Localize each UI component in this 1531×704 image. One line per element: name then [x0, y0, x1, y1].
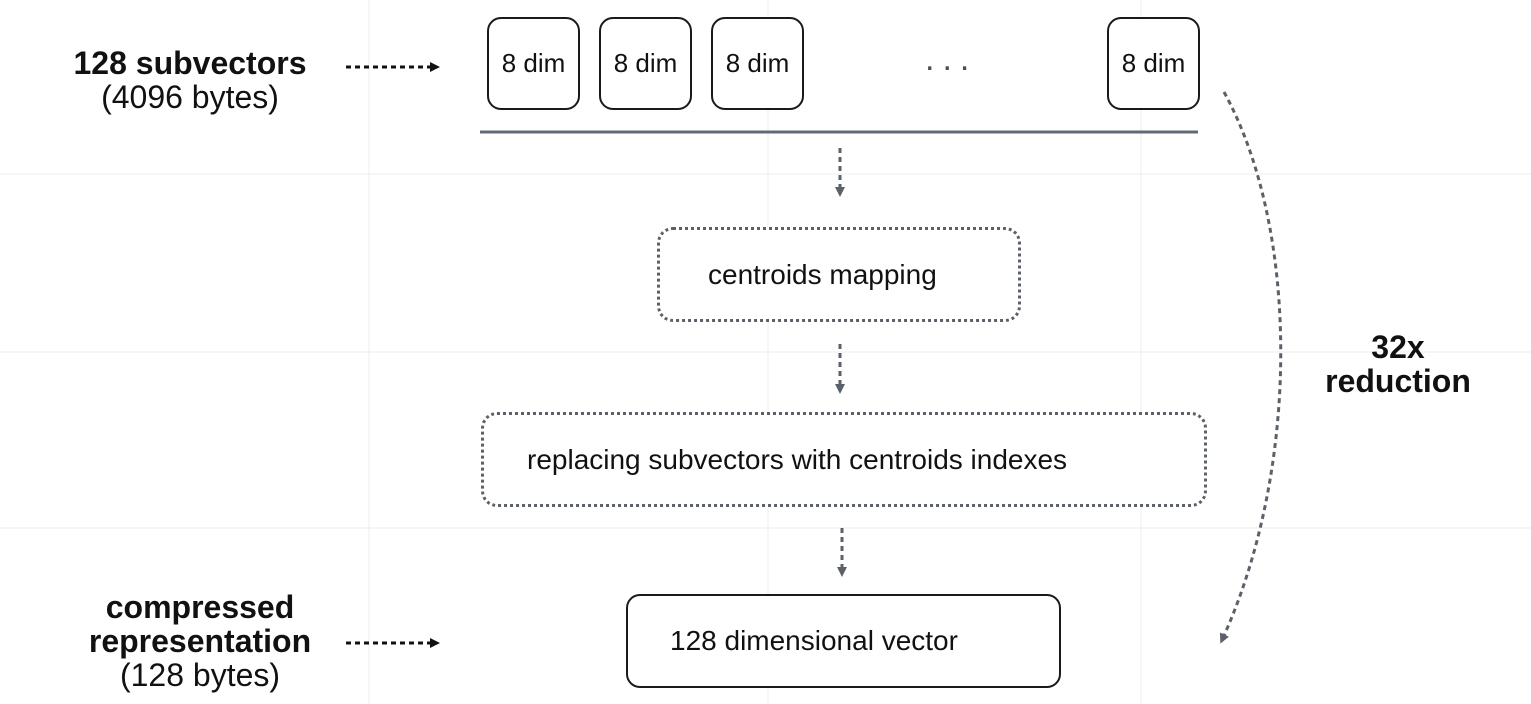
subvector-box: 8 dim — [487, 17, 580, 110]
subvector-box: 8 dim — [711, 17, 804, 110]
subvector-box: 8 dim — [599, 17, 692, 110]
ellipsis: ... — [925, 40, 978, 78]
centroids-mapping-label: centroids mapping — [708, 258, 937, 290]
subvector-box: 8 dim — [1107, 17, 1200, 110]
output-label: compressed representation (128 bytes) — [60, 590, 340, 692]
input-label: 128 subvectors (4096 bytes) — [60, 46, 320, 114]
output-size: (128 bytes) — [119, 657, 281, 693]
reduction-label: 32x reduction — [1318, 330, 1478, 398]
subvector-box-label: 8 dim — [1121, 48, 1186, 78]
reduction-factor: 32x — [1371, 329, 1425, 365]
reduction-arrow — [1219, 91, 1283, 644]
replacing-step: replacing subvectors with centroids inde… — [481, 412, 1207, 507]
input-title: 128 subvectors — [73, 45, 307, 81]
reduction-word: reduction — [1325, 363, 1471, 399]
result-vector-label: 128 dimensional vector — [670, 625, 958, 656]
input-size: (4096 bytes) — [101, 79, 279, 115]
subvector-box-label: 8 dim — [501, 48, 566, 78]
result-vector-box: 128 dimensional vector — [626, 594, 1061, 688]
subvector-box-label: 8 dim — [613, 48, 678, 78]
output-title-line2: representation — [88, 623, 312, 659]
centroids-mapping-step: centroids mapping — [657, 227, 1021, 322]
subvector-box-label: 8 dim — [725, 48, 790, 78]
output-title-line1: compressed — [105, 589, 295, 625]
replacing-label: replacing subvectors with centroids inde… — [527, 443, 1068, 475]
